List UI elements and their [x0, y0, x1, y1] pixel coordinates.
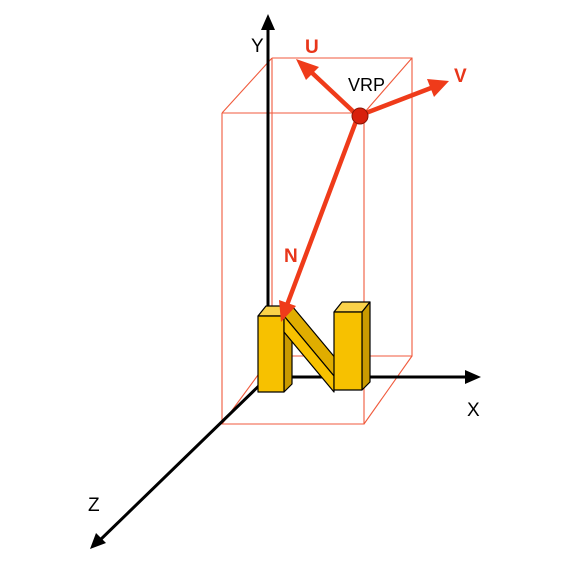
n-right-bar-side: [361, 301, 371, 391]
u-vector-label: U: [305, 37, 319, 58]
v-vector: [355, 85, 434, 119]
n-shaped-object: [257, 301, 371, 393]
x-axis-label: X: [467, 400, 480, 421]
u-vector: [306, 67, 361, 119]
n-vector-arrowhead: [279, 300, 296, 322]
v-vector-label: V: [454, 66, 467, 87]
y-axis-arrowhead: [261, 14, 275, 30]
z-axis-arrowhead: [90, 533, 106, 549]
box-edge: [363, 355, 413, 425]
vrp-point: [351, 107, 369, 125]
n-left-bar-front: [257, 315, 285, 393]
z-axis-label: Z: [88, 495, 100, 516]
v-vector-arrowhead: [427, 79, 449, 97]
vrp-label: VRP: [348, 75, 385, 95]
n-vector-label: N: [284, 246, 298, 267]
n-diagonal-front: [283, 315, 335, 393]
x-axis-arrowhead: [465, 370, 481, 384]
world-axes: [90, 14, 481, 549]
y-axis-label: Y: [251, 36, 264, 57]
n-vector: [284, 113, 361, 308]
box-edge: [363, 57, 413, 114]
box-edge: [221, 57, 273, 114]
view-vectors: [279, 59, 449, 322]
z-axis: [95, 375, 270, 545]
n-right-bar-front: [333, 311, 363, 391]
u-vector-arrowhead: [296, 59, 319, 80]
